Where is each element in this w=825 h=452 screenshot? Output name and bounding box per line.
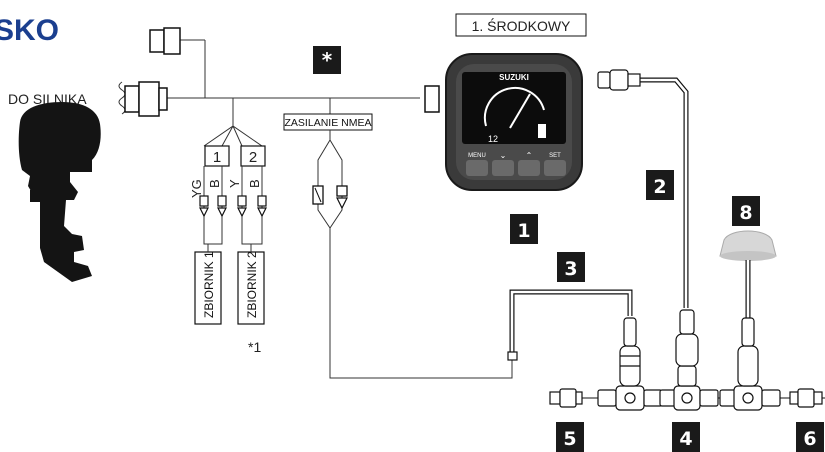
gps-antenna-icon — [719, 230, 777, 318]
gauge-screen — [462, 72, 566, 144]
badge-1 — [510, 214, 538, 244]
badge-star-label: * — [322, 48, 333, 72]
tank2-name-box — [237, 251, 265, 325]
tee-connector-3 — [597, 317, 663, 411]
tank1-number-box — [204, 145, 230, 167]
badge-5 — [556, 422, 584, 452]
tank2-wire-b: B — [247, 179, 262, 188]
terminator-6 — [789, 388, 823, 408]
drop-cable-3-inner — [510, 290, 632, 356]
gauge-tank-indicator — [538, 124, 546, 138]
center-gauge-label-box — [455, 13, 587, 37]
harness-connector-engine — [124, 81, 168, 117]
tank1-wire-yg: YG — [189, 179, 204, 198]
tank2-number: 2 — [249, 149, 257, 166]
gauge-needle — [509, 93, 531, 129]
badge-5-label: 5 — [563, 428, 576, 450]
harness-connector-top — [149, 27, 181, 55]
tee-connector-4 — [659, 309, 719, 411]
badge-4-label: 4 — [679, 428, 692, 450]
gauge-button-set-label: SET — [549, 153, 561, 159]
drop-cable-3-end — [507, 351, 518, 361]
terminator-5 — [549, 388, 583, 408]
number-badges: 1 2 3 4 5 6 8 — [510, 170, 824, 452]
tank-wire-drops — [203, 166, 263, 238]
gauge-readout: 12 — [488, 134, 498, 144]
tank-wire-joins — [203, 238, 263, 245]
gauge-button-up-label: ⌃ — [526, 151, 533, 160]
tank1-wire-b: B — [207, 179, 222, 188]
badge-3-label: 3 — [564, 258, 577, 280]
power-fork — [317, 130, 343, 229]
gauge-cable-plug — [597, 69, 641, 91]
power-pin — [336, 185, 348, 197]
gauge-button-down[interactable] — [492, 160, 514, 176]
tank1-name-box — [194, 251, 222, 325]
gauge-buttons — [466, 160, 566, 176]
tank2-wire-y: Y — [227, 179, 242, 188]
power-return-wire — [329, 228, 513, 379]
badge-3 — [557, 252, 585, 282]
tee-connector-8 — [719, 317, 781, 411]
outboard-motor-icon — [18, 102, 101, 282]
gauge-brand: SUZUKI — [499, 73, 529, 82]
page-title: SKO — [0, 14, 59, 47]
badge-6 — [796, 422, 824, 452]
badge-6-label: 6 — [803, 428, 816, 450]
tank1-name: ZBIORNIK 1 — [202, 251, 216, 318]
tank1-number: 1 — [213, 149, 221, 166]
badge-8 — [732, 196, 760, 226]
power-label-box — [283, 113, 373, 131]
badge-2-label: 2 — [653, 176, 666, 198]
center-gauge: SUZUKI 12 MENU ⌄ ⌃ SET — [445, 53, 583, 191]
badge-8-label: 8 — [739, 202, 752, 224]
badge-1-label: 1 — [517, 220, 530, 242]
gauge-button-set[interactable] — [544, 160, 566, 176]
gauge-button-up[interactable] — [518, 160, 540, 176]
footnote-mark: *1 — [248, 339, 261, 355]
gauge-button-menu-label: MENU — [468, 153, 486, 159]
gauge-button-down-label: ⌄ — [500, 151, 507, 160]
power-pin-tip — [336, 197, 348, 210]
backbone — [549, 309, 825, 411]
tank-pin-connectors — [199, 195, 267, 218]
tank-fan-lines — [203, 125, 263, 147]
wire-break-mark — [118, 81, 126, 115]
fuse-mark — [314, 187, 322, 203]
tank2-number-box — [240, 145, 266, 167]
gauge-button-menu[interactable] — [466, 160, 488, 176]
badge-2 — [646, 170, 674, 200]
tank2-name: ZBIORNIK 2 — [245, 251, 259, 318]
harness-connector-gauge — [424, 85, 440, 113]
gauge-cable-2-inner — [640, 78, 688, 308]
gauge-arc — [483, 86, 545, 127]
center-gauge-label: 1. ŚRODKOWY — [472, 17, 571, 34]
badge-4 — [672, 422, 700, 452]
badge-star — [313, 46, 341, 74]
drop-cable-3 — [509, 289, 633, 356]
power-label: ZASILANIE NMEA — [285, 117, 372, 129]
